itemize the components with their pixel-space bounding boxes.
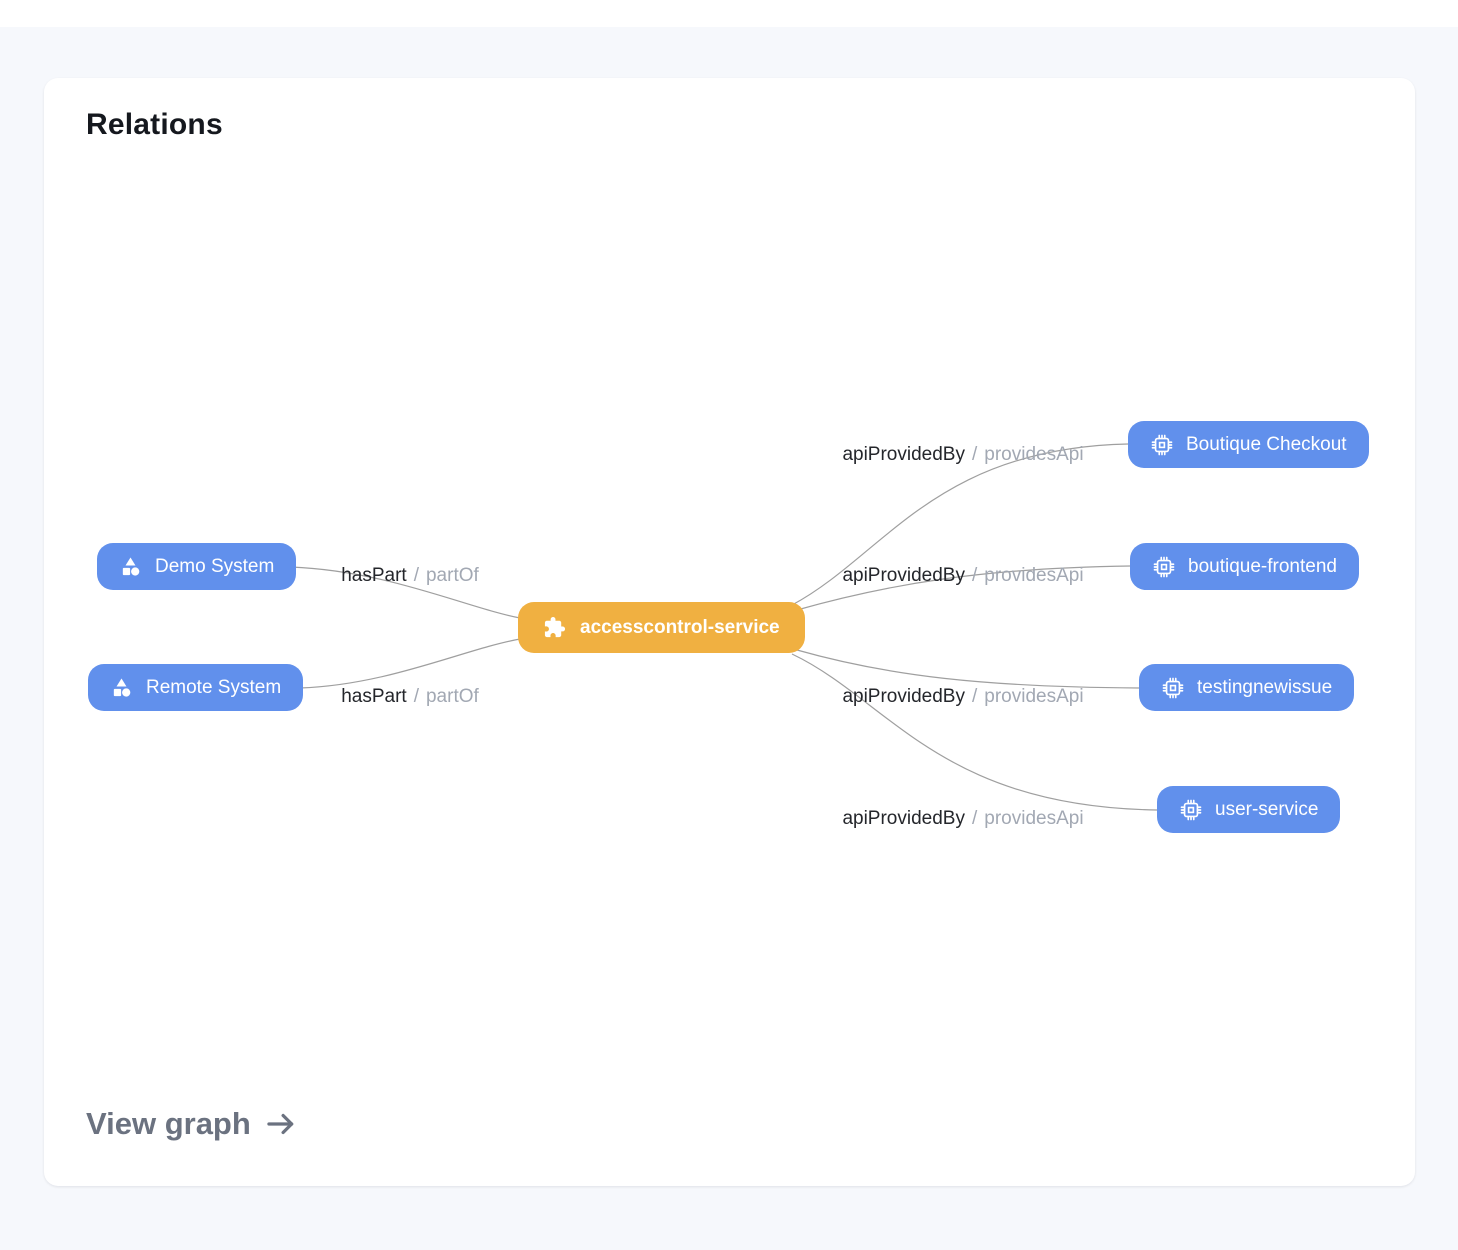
edge-line-api-boutique-frontend (796, 565, 1131, 611)
node-demo-system[interactable]: Demo System (97, 543, 297, 590)
relation-forward: apiProvidedBy (842, 444, 965, 465)
relation-separator: / (413, 686, 419, 707)
chip-icon (1152, 555, 1175, 578)
shapes-icon (110, 676, 133, 699)
relation-reverse: providesApi (984, 444, 1084, 465)
edge-label-api-boutique-checkout: apiProvidedBy / providesApi (842, 444, 1083, 466)
chip-icon (1179, 798, 1202, 821)
relation-reverse: providesApi (984, 686, 1084, 707)
relation-separator: / (971, 444, 978, 465)
relation-forward: apiProvidedBy (842, 808, 965, 829)
edge-line-haspart-remote (299, 638, 521, 689)
relation-forward: hasPart (341, 686, 407, 707)
shapes-icon (119, 555, 142, 578)
chip-icon (1161, 676, 1184, 699)
node-label: Demo System (155, 555, 275, 577)
node-boutique-frontend[interactable]: boutique-frontend (1130, 543, 1359, 590)
node-label: accesscontrol-service (580, 616, 780, 638)
node-accesscontrol-service[interactable]: accesscontrol-service (518, 602, 805, 653)
relation-separator: / (971, 686, 978, 707)
relation-separator: / (413, 565, 419, 586)
edge-label-haspart-remote: hasPart / partOf (341, 686, 479, 708)
relation-forward: hasPart (341, 565, 407, 586)
edge-line-api-testingnewissue (796, 649, 1140, 689)
node-testingnewissue[interactable]: testingnewissue (1139, 664, 1355, 711)
relation-reverse: providesApi (984, 808, 1084, 829)
edge-label-api-testingnewissue: apiProvidedBy / providesApi (842, 686, 1083, 708)
relation-forward: apiProvidedBy (842, 686, 965, 707)
node-label: Remote System (146, 676, 282, 698)
node-boutique-checkout[interactable]: Boutique Checkout (1128, 421, 1369, 468)
relation-reverse: partOf (425, 565, 479, 586)
edge-label-api-boutique-frontend: apiProvidedBy / providesApi (842, 565, 1083, 587)
relations-diagram: Demo System Remote System accesscontrol-… (44, 78, 1415, 1186)
node-label: boutique-frontend (1188, 555, 1337, 577)
relation-forward: apiProvidedBy (842, 565, 965, 586)
node-label: user-service (1215, 798, 1319, 820)
node-label: testingnewissue (1197, 676, 1333, 698)
relation-reverse: partOf (425, 686, 479, 707)
edge-line-haspart-demo (290, 566, 521, 619)
view-graph-label: View graph (86, 1106, 251, 1141)
page-title: Relations (86, 108, 223, 141)
relation-edges (290, 443, 1158, 811)
relation-separator: / (971, 565, 978, 586)
chip-icon (1150, 433, 1173, 456)
relation-reverse: providesApi (984, 565, 1084, 586)
relations-card: Relations Demo System (44, 78, 1415, 1186)
relation-separator: / (971, 808, 978, 829)
node-label: Boutique Checkout (1186, 433, 1347, 455)
top-white-strip (0, 0, 1458, 27)
edge-label-haspart-demo: hasPart / partOf (341, 565, 479, 587)
node-user-service[interactable]: user-service (1157, 786, 1341, 833)
puzzle-icon (543, 616, 566, 639)
edge-line-api-user-service (791, 653, 1158, 811)
arrow-right-icon (264, 1107, 298, 1141)
node-remote-system[interactable]: Remote System (88, 664, 304, 711)
edge-label-api-user-service: apiProvidedBy / providesApi (842, 808, 1083, 830)
view-graph-link[interactable]: View graph (86, 1106, 298, 1142)
edge-line-api-boutique-checkout (791, 443, 1129, 606)
